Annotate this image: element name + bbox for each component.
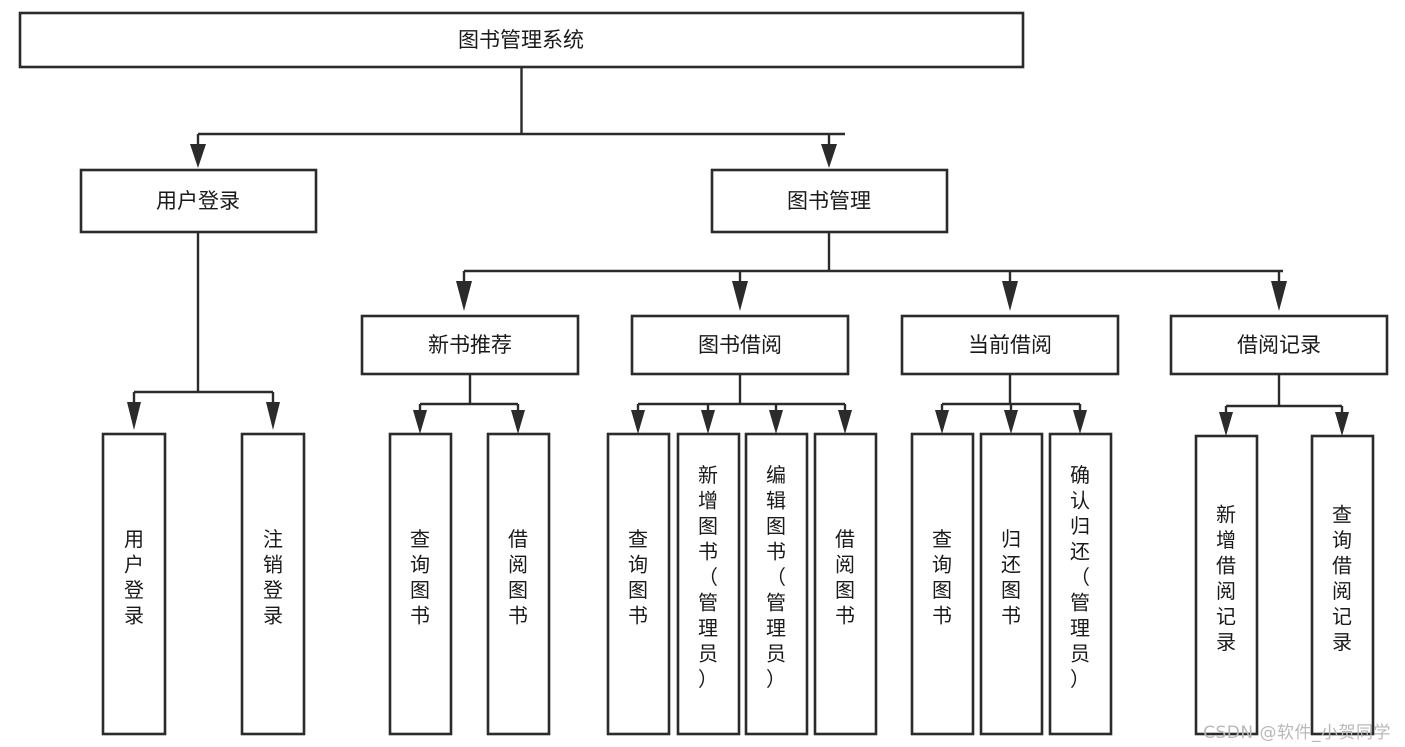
node-leaf-borrow-book-1-label: 借阅图书 (508, 527, 528, 628)
arrow-bm-to-new-book-rec (456, 281, 472, 311)
arrow-br-leaf-2 (1335, 412, 1349, 436)
node-root[interactable]: 图书管理系统 (18, 11, 1025, 69)
node-book-manage[interactable]: 图书管理 (710, 168, 949, 234)
node-leaf-query-book-2-label: 查询图书 (628, 527, 648, 628)
edge-layer (127, 67, 1349, 436)
node-leaf-add-record-label: 新增借阅记录 (1216, 502, 1236, 654)
arrow-bb-leaf-2 (701, 410, 715, 434)
node-book-manage-label: 图书管理 (787, 189, 871, 213)
node-leaf-user-login[interactable]: 用户登录 (101, 432, 167, 736)
node-leaf-query-book-3-label: 查询图书 (932, 527, 952, 628)
node-leaf-user-login-label: 用户登录 (124, 527, 144, 628)
node-leaf-query-book-1-label: 查询图书 (410, 527, 430, 628)
node-leaf-query-record-label: 查询借阅记录 (1332, 502, 1352, 654)
node-leaf-add-book-label: 新增图书（管理员） (698, 463, 718, 691)
arrow-bm-to-book-borrow (732, 281, 748, 311)
node-leaf-user-logout[interactable]: 注销登录 (240, 432, 306, 736)
arrow-bm-to-borrow-record (1271, 281, 1287, 311)
arrow-bb-leaf-1 (631, 410, 645, 434)
node-book-borrow[interactable]: 图书借阅 (630, 314, 850, 376)
arrow-bm-to-current-borrow (1002, 281, 1018, 311)
node-borrow-record-label: 借阅记录 (1237, 333, 1321, 357)
node-leaf-return-book-label: 归还图书 (1001, 527, 1021, 628)
arrow-root-to-book-manage (821, 144, 837, 168)
arrow-user-login-leaf-2 (266, 402, 280, 430)
arrow-br-leaf-1 (1219, 412, 1233, 436)
arrow-root-to-user-login (190, 144, 206, 168)
arrow-bb-leaf-3 (769, 410, 783, 434)
node-user-login[interactable]: 用户登录 (79, 168, 318, 234)
arrow-nbr-leaf-1 (413, 410, 427, 434)
arrow-user-login-leaf-1 (127, 402, 141, 430)
csdn-watermark: CSDN @软件_小贺同学 (1203, 723, 1391, 743)
node-user-login-label: 用户登录 (156, 189, 240, 213)
node-leaf-user-logout-label: 注销登录 (263, 527, 283, 628)
node-leaf-query-book-3[interactable]: 查询图书 (910, 432, 975, 736)
node-leaf-borrow-book-2-label: 借阅图书 (835, 527, 855, 628)
arrow-bb-leaf-4 (838, 410, 852, 434)
node-current-borrow[interactable]: 当前借阅 (900, 314, 1120, 376)
node-leaf-query-book-1[interactable]: 查询图书 (388, 432, 453, 736)
node-leaf-add-book[interactable]: 新增图书（管理员） (676, 432, 741, 736)
arrow-cb-leaf-3 (1073, 410, 1087, 434)
node-leaf-confirm-return-label: 确认归还（管理员） (1070, 463, 1090, 691)
node-current-borrow-label: 当前借阅 (968, 333, 1052, 357)
node-borrow-record[interactable]: 借阅记录 (1169, 314, 1389, 376)
node-new-book-rec[interactable]: 新书推荐 (360, 314, 580, 376)
node-leaf-query-record[interactable]: 查询借阅记录 (1310, 434, 1375, 736)
node-leaf-borrow-book-2[interactable]: 借阅图书 (813, 432, 878, 736)
node-leaf-edit-book[interactable]: 编辑图书（管理员） (744, 432, 809, 736)
arrow-cb-leaf-2 (1004, 410, 1018, 434)
node-new-book-rec-label: 新书推荐 (428, 333, 512, 357)
node-leaf-borrow-book-1[interactable]: 借阅图书 (486, 432, 551, 736)
node-leaf-confirm-return[interactable]: 确认归还（管理员） (1048, 432, 1113, 736)
node-root-label: 图书管理系统 (458, 28, 584, 52)
node-leaf-query-book-2[interactable]: 查询图书 (606, 432, 671, 736)
node-book-borrow-label: 图书借阅 (698, 333, 782, 357)
node-leaf-edit-book-label: 编辑图书（管理员） (766, 463, 786, 691)
node-leaf-add-record[interactable]: 新增借阅记录 (1194, 434, 1259, 736)
arrow-nbr-leaf-2 (511, 410, 525, 434)
arrow-cb-leaf-1 (935, 410, 949, 434)
node-leaf-return-book[interactable]: 归还图书 (979, 432, 1044, 736)
